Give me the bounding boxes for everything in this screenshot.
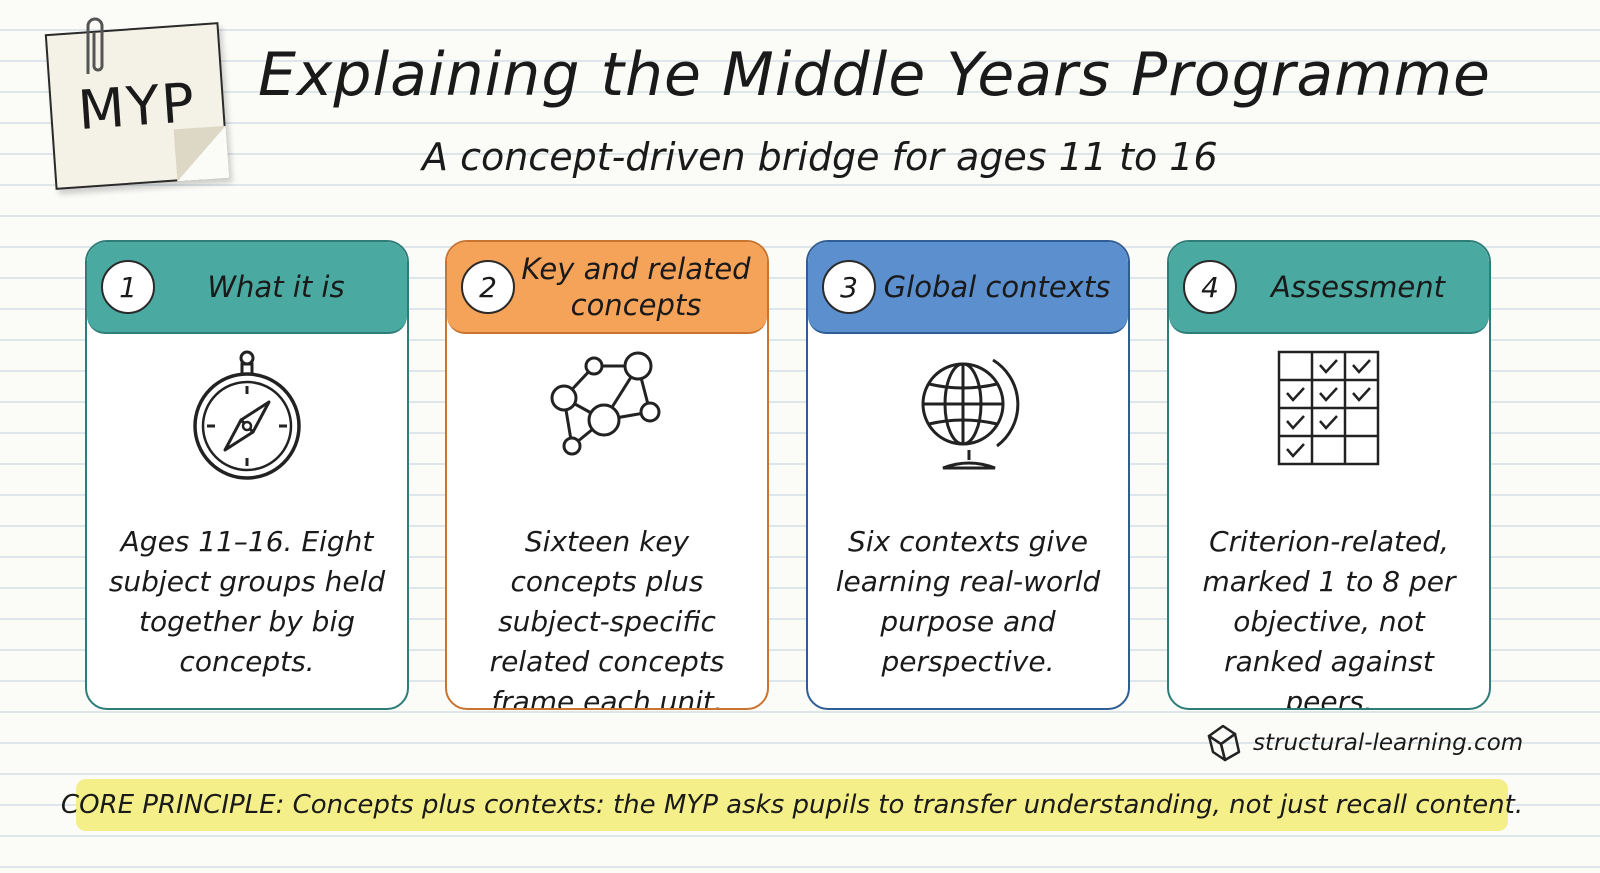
card-title: Assessment xyxy=(1271,270,1445,304)
card-number: 3 xyxy=(822,260,876,314)
brand-text: structural-learning.com xyxy=(1253,730,1524,756)
card-header: 2 Key and related concepts xyxy=(447,242,767,334)
core-principle-text: CORE PRINCIPLE: Concepts plus contexts: … xyxy=(60,790,1524,820)
card-number: 4 xyxy=(1183,260,1237,314)
card-body: Sixteen key concepts plus subject-specif… xyxy=(489,525,725,710)
page-subtitle: A concept-driven bridge for ages 11 to 1… xyxy=(422,135,1218,179)
note-fold xyxy=(173,125,230,182)
card-header: 3 Global contexts xyxy=(808,242,1128,334)
card-global-contexts: 3 Global contexts Six contexts give lear… xyxy=(806,240,1130,710)
card-number: 2 xyxy=(461,260,515,314)
globe-icon xyxy=(921,358,1020,470)
structural-learning-logo-icon xyxy=(1207,724,1241,762)
core-principle-banner: CORE PRINCIPLE: Concepts plus contexts: … xyxy=(61,779,1523,831)
grid-checklist-icon xyxy=(1277,350,1380,466)
network-icon xyxy=(550,351,661,456)
card-body: Six contexts give learning real-world pu… xyxy=(835,525,1101,678)
card-title: Key and related concepts xyxy=(521,252,751,322)
compass-icon xyxy=(193,350,301,480)
brand-link[interactable]: structural-learning.com xyxy=(1205,722,1523,764)
card-body: Ages 11–16. Eight subject groups held to… xyxy=(108,525,386,678)
card-body: Criterion-related, marked 1 to 8 per obj… xyxy=(1202,525,1456,710)
card-title: What it is xyxy=(207,270,345,304)
card-title: Global contexts xyxy=(883,270,1111,304)
page-title: Explaining the Middle Years Programme xyxy=(258,40,1491,110)
card-header: 4 Assessment xyxy=(1169,242,1489,334)
card-assessment: 4 Assessment Criterion-related, mar xyxy=(1167,240,1491,710)
paperclip-icon xyxy=(86,17,104,74)
card-header: 1 What it is xyxy=(87,242,407,334)
card-key-and-related-concepts: 2 Key and related concepts Sixteen xyxy=(445,240,769,710)
myp-sticky-note: MYP xyxy=(44,22,230,190)
card-what-it-is: 1 What it is Ages 11–16. Eight subject g… xyxy=(85,240,409,710)
card-number: 1 xyxy=(101,260,155,314)
